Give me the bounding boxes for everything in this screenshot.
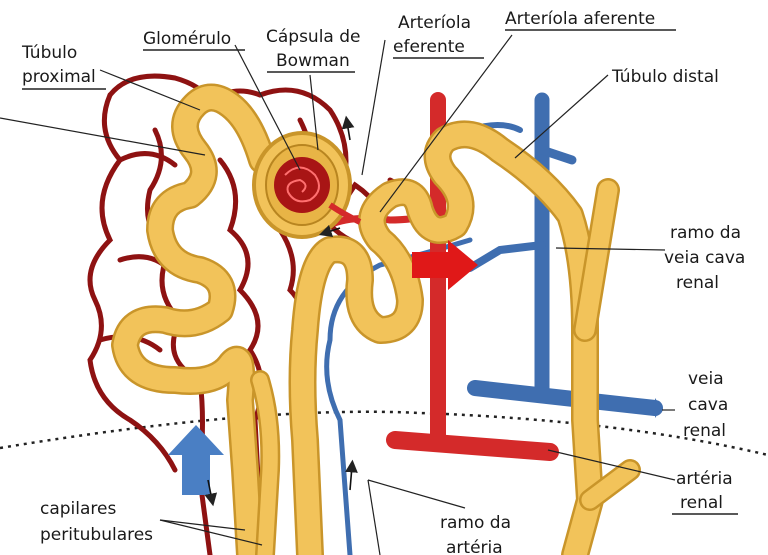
label-tubulo-proximal-2: proximal (22, 67, 96, 87)
label-capilares-2: peritubulares (40, 525, 153, 545)
label-capsula-bowman-2: Bowman (276, 51, 350, 71)
label-arteria-renal-2: renal (680, 493, 723, 513)
label-ramo-veia-cava-2: veia cava (664, 248, 745, 268)
label-veia-cava-renal-3: renal (683, 421, 726, 441)
label-arteria-renal-1: artéria (676, 469, 733, 489)
cortex-boundary-line (0, 412, 768, 455)
label-arteriola-aferente: Arteríola aferente (505, 9, 655, 29)
label-veia-cava-renal-2: cava (688, 395, 728, 415)
label-arteriola-eferente-2: eferente (393, 37, 465, 57)
label-capsula-bowman-1: Cápsula de (266, 27, 361, 47)
label-underlines (22, 30, 738, 514)
label-ramo-veia-cava-1: ramo da (670, 223, 741, 243)
label-tubulo-distal: Túbulo distal (611, 67, 719, 87)
glomerulus (274, 157, 330, 213)
blue-flow-arrow (168, 425, 224, 495)
label-ramo-arteria-2: artéria (446, 538, 503, 555)
label-ramo-arteria-1: ramo da (440, 513, 511, 533)
label-tubulo-proximal-1: Túbulo (21, 43, 77, 63)
label-glomerulo: Glomérulo (143, 29, 231, 49)
label-veia-cava-renal-1: veia (688, 369, 724, 389)
label-ramo-veia-cava-3: renal (676, 273, 719, 293)
label-arteriola-eferente-1: Arteríola (398, 13, 471, 33)
label-capilares-1: capilares (40, 499, 116, 519)
